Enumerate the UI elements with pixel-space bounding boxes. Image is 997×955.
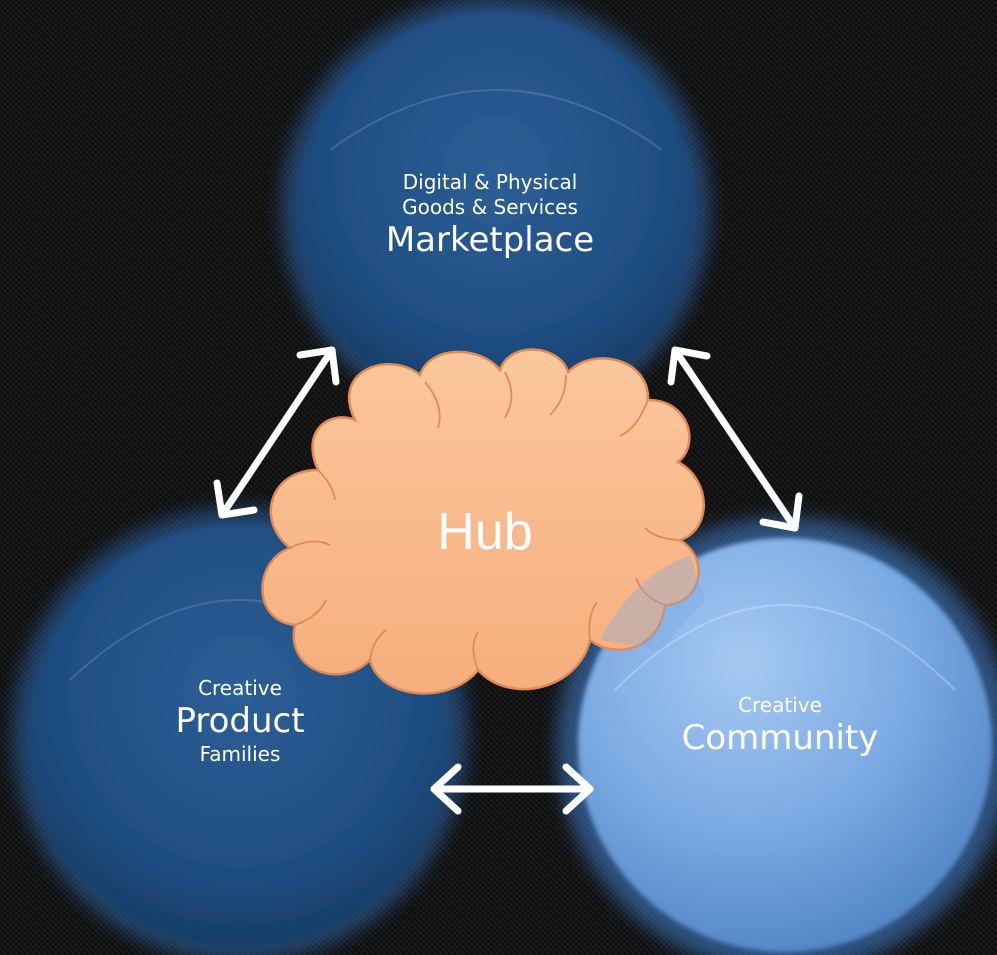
- marketplace-line1: Digital & Physical: [402, 170, 578, 194]
- arrow-marketplace-product: [213, 346, 340, 519]
- marketplace-circle: [281, 0, 711, 425]
- product-line1: Creative: [198, 676, 282, 700]
- marketplace-title: Marketplace: [385, 220, 595, 260]
- arrow-product-community: [430, 763, 594, 815]
- marketplace-label: Digital & Physical Goods & Services Mark…: [320, 170, 660, 261]
- community-label: Creative Community: [630, 693, 930, 759]
- community-overlap: [600, 555, 705, 650]
- arrow-marketplace-community: [667, 346, 803, 532]
- community-line1: Creative: [738, 693, 822, 717]
- product-line2: Families: [199, 741, 281, 766]
- community-circle: [557, 517, 997, 955]
- product-label: Creative Product Families: [90, 676, 390, 767]
- product-title: Product: [175, 701, 305, 741]
- community-title: Community: [681, 718, 879, 758]
- hub-text: Hub: [437, 503, 533, 561]
- hub-cloud: [261, 348, 705, 695]
- hub-label: Hub: [360, 500, 610, 565]
- marketplace-line2: Goods & Services: [402, 195, 578, 219]
